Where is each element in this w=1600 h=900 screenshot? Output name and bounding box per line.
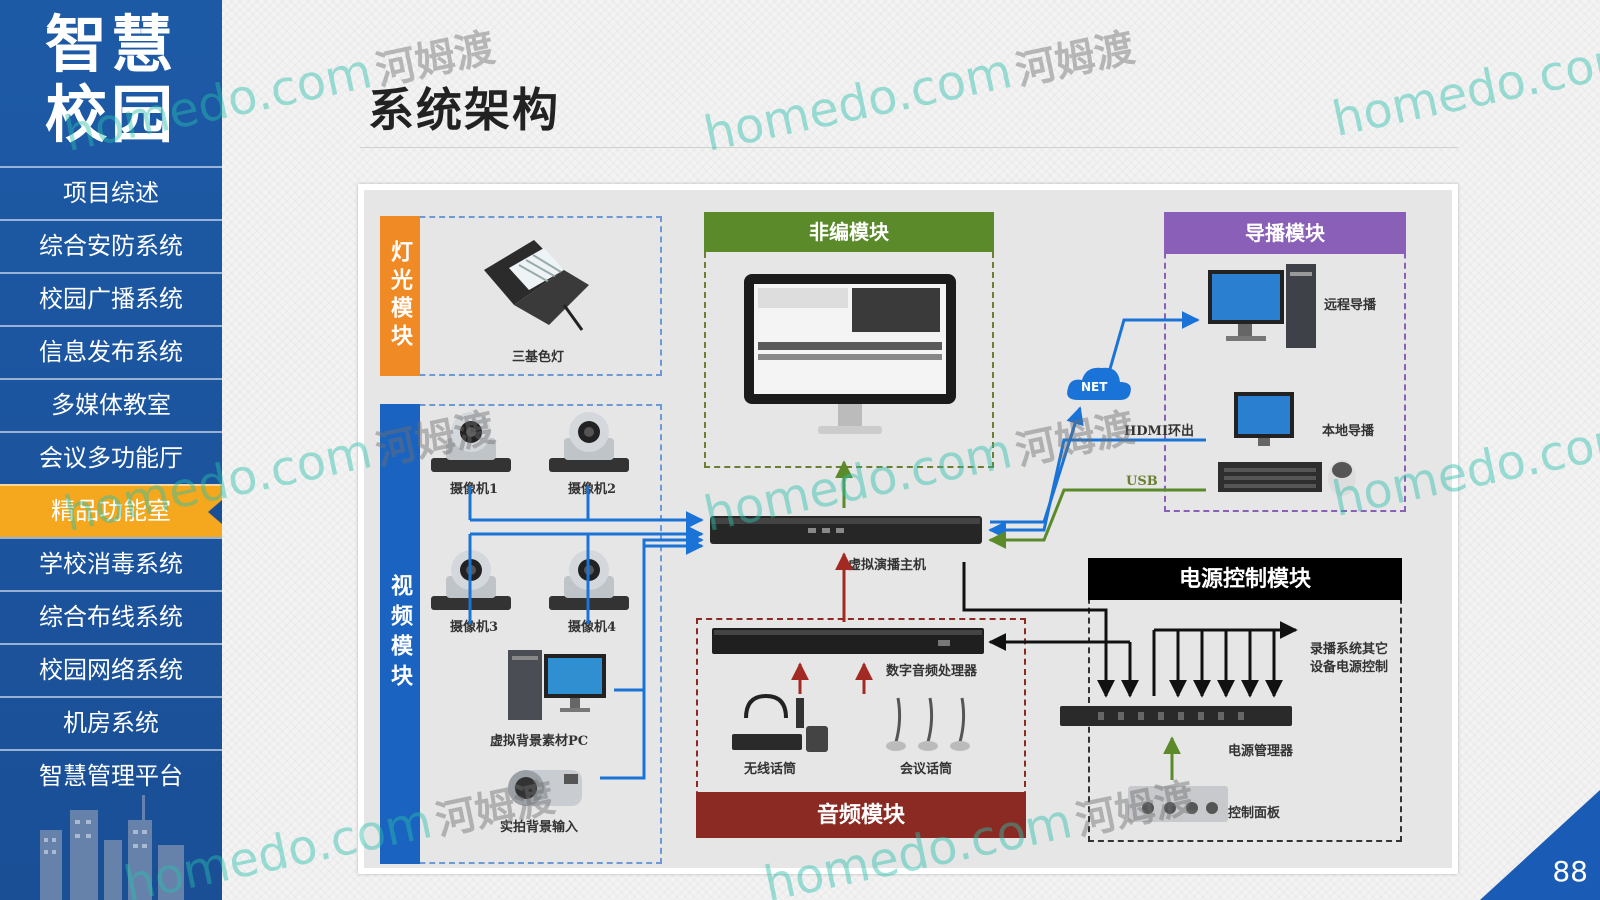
page-title: 系统架构 (368, 83, 560, 137)
title-divider (360, 147, 1458, 148)
sidebar-item-multimedia[interactable]: 多媒体教室 (0, 378, 222, 431)
system-architecture-diagram: 灯光模块 三基色灯 视频模块 摄像机1 摄像机2 摄像机3 摄像机4 虚拟背 (358, 184, 1458, 874)
sidebar-item-boutique-room[interactable]: 精品功能室 (0, 484, 222, 537)
net-label: NET (1081, 380, 1108, 394)
editing-monitor-icon (744, 274, 956, 434)
remote-director-label: 远程导播 (1324, 298, 1377, 313)
director-module-header: 导播模块 (1164, 212, 1406, 254)
sidebar: 智慧 校园 项目综述 综合安防系统 校园广播系统 信息发布系统 多媒体教室 会议… (0, 0, 222, 900)
camera-4-label: 摄像机4 (568, 620, 617, 635)
audio-module-header: 音频模块 (696, 792, 1026, 838)
net-cloud-icon (1067, 367, 1131, 400)
wireless-mic-icon (732, 693, 828, 752)
virtual-studio-host-icon (710, 516, 982, 544)
hdmi-loop-label: HDMI环出 (1124, 424, 1195, 439)
remote-director-pc-icon (1208, 264, 1316, 348)
camera-2-icon (549, 412, 629, 472)
power-module-header: 电源控制模块 (1088, 558, 1402, 600)
sidebar-nav: 项目综述 综合安防系统 校园广播系统 信息发布系统 多媒体教室 会议多功能厅 精… (0, 166, 222, 802)
virtual-background-pc-label: 虚拟背景素材PC (490, 734, 589, 749)
watermark: homedo.com 河姆渡 (699, 15, 1139, 163)
watermark-text: homedo.com (699, 43, 1017, 163)
sidebar-item-machine-room[interactable]: 机房系统 (0, 696, 222, 749)
local-director-pc-icon (1218, 392, 1356, 496)
digital-audio-processor-label: 数字音频处理器 (886, 664, 978, 679)
brand-line2: 校园 (44, 78, 177, 151)
local-director-label: 本地导播 (1322, 424, 1375, 439)
virtual-studio-host-label: 虚拟演播主机 (848, 558, 927, 573)
control-panel-label: 控制面板 (1228, 806, 1281, 821)
light-module-header: 灯光模块 (380, 216, 420, 376)
camera-1-icon (431, 412, 511, 472)
connection-lines (468, 311, 1298, 780)
tricolor-light-label: 三基色灯 (512, 350, 565, 365)
page-number: 88 (1552, 855, 1588, 888)
sidebar-item-overview[interactable]: 项目综述 (0, 166, 222, 219)
video-module-header: 视频模块 (380, 404, 420, 864)
camera-3-label: 摄像机3 (450, 620, 499, 635)
control-panel-icon (1128, 786, 1228, 822)
page-corner-decoration (1480, 790, 1600, 900)
watermark: homedo.com (1328, 28, 1600, 148)
watermark-text: homedo.com (1327, 28, 1600, 148)
sidebar-item-security[interactable]: 综合安防系统 (0, 219, 222, 272)
camera-2-label: 摄像机2 (568, 482, 617, 497)
sidebar-item-management[interactable]: 智慧管理平台 (0, 749, 222, 802)
brand-title: 智慧 校园 (0, 10, 222, 150)
sidebar-item-conference[interactable]: 会议多功能厅 (0, 431, 222, 484)
other-power-label-line1: 录播系统其它 (1310, 642, 1389, 657)
city-skyline-illustration (40, 795, 184, 900)
camcorder-icon (508, 770, 582, 806)
wireless-mic-label: 无线话筒 (744, 762, 797, 777)
edit-module-header: 非编模块 (704, 212, 994, 252)
brand-line1: 智慧 (44, 8, 177, 81)
digital-audio-processor-icon (712, 628, 984, 654)
watermark-cn: 河姆渡 (1011, 24, 1139, 95)
sidebar-item-network[interactable]: 校园网络系统 (0, 643, 222, 696)
camera-1-label: 摄像机1 (450, 482, 499, 497)
usb-label: USB (1126, 474, 1158, 489)
virtual-background-pc-icon (508, 650, 606, 720)
power-manager-label: 电源管理器 (1228, 744, 1294, 759)
power-manager-icon (1060, 706, 1292, 726)
live-input-label: 实拍背景输入 (500, 820, 579, 835)
conference-mic-label: 会议话筒 (900, 762, 953, 777)
sidebar-item-disinfection[interactable]: 学校消毒系统 (0, 537, 222, 590)
tricolor-light-icon (484, 240, 589, 331)
conference-mic-icon (886, 697, 970, 751)
sidebar-item-cabling[interactable]: 综合布线系统 (0, 590, 222, 643)
sidebar-item-info-release[interactable]: 信息发布系统 (0, 325, 222, 378)
other-power-label-line2: 设备电源控制 (1310, 660, 1389, 675)
sidebar-item-broadcast[interactable]: 校园广播系统 (0, 272, 222, 325)
